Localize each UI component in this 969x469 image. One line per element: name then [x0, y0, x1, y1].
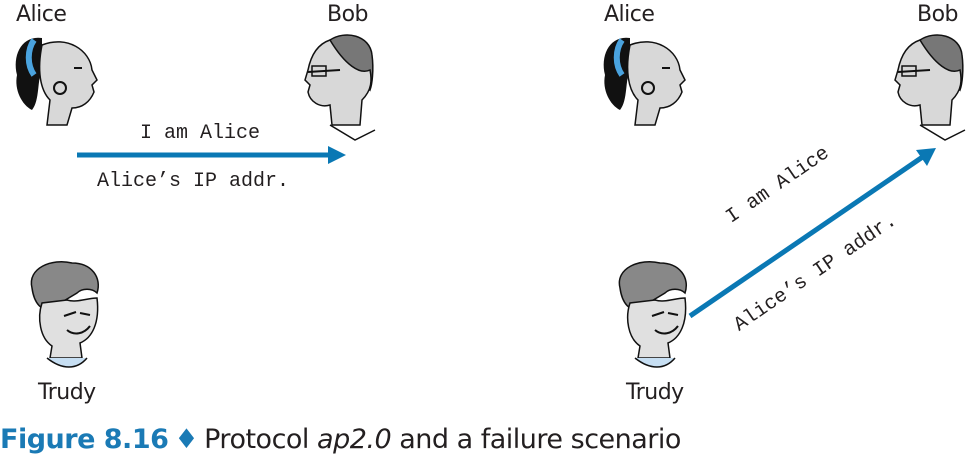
alice-label: Alice [604, 2, 655, 27]
bob-avatar [894, 34, 966, 141]
bob-label: Bob [327, 2, 369, 27]
arrow-trudy-to-bob [688, 153, 926, 319]
message-ip-addr: Alice’s IP addr. [97, 170, 290, 193]
trudy-label: Trudy [626, 380, 684, 405]
figure-number: Figure 8.16 [0, 424, 169, 455]
alice-label: Alice [16, 2, 67, 27]
protocol-name: ap2.0 [317, 424, 392, 455]
caption-text-after: and a failure scenario [399, 424, 681, 455]
arrow-alice-to-bob [77, 146, 936, 319]
figure-caption: Figure 8.16♦Protocol ap2.0 and a failure… [0, 424, 681, 455]
trudy-avatar [618, 260, 688, 368]
caption-text-before: Protocol [204, 424, 309, 455]
alice-avatar [600, 30, 700, 135]
message-i-am-alice: I am Alice [140, 122, 261, 145]
bob-label: Bob [917, 2, 959, 27]
diamond-separator-icon: ♦ [174, 424, 199, 455]
trudy-label: Trudy [38, 380, 96, 405]
